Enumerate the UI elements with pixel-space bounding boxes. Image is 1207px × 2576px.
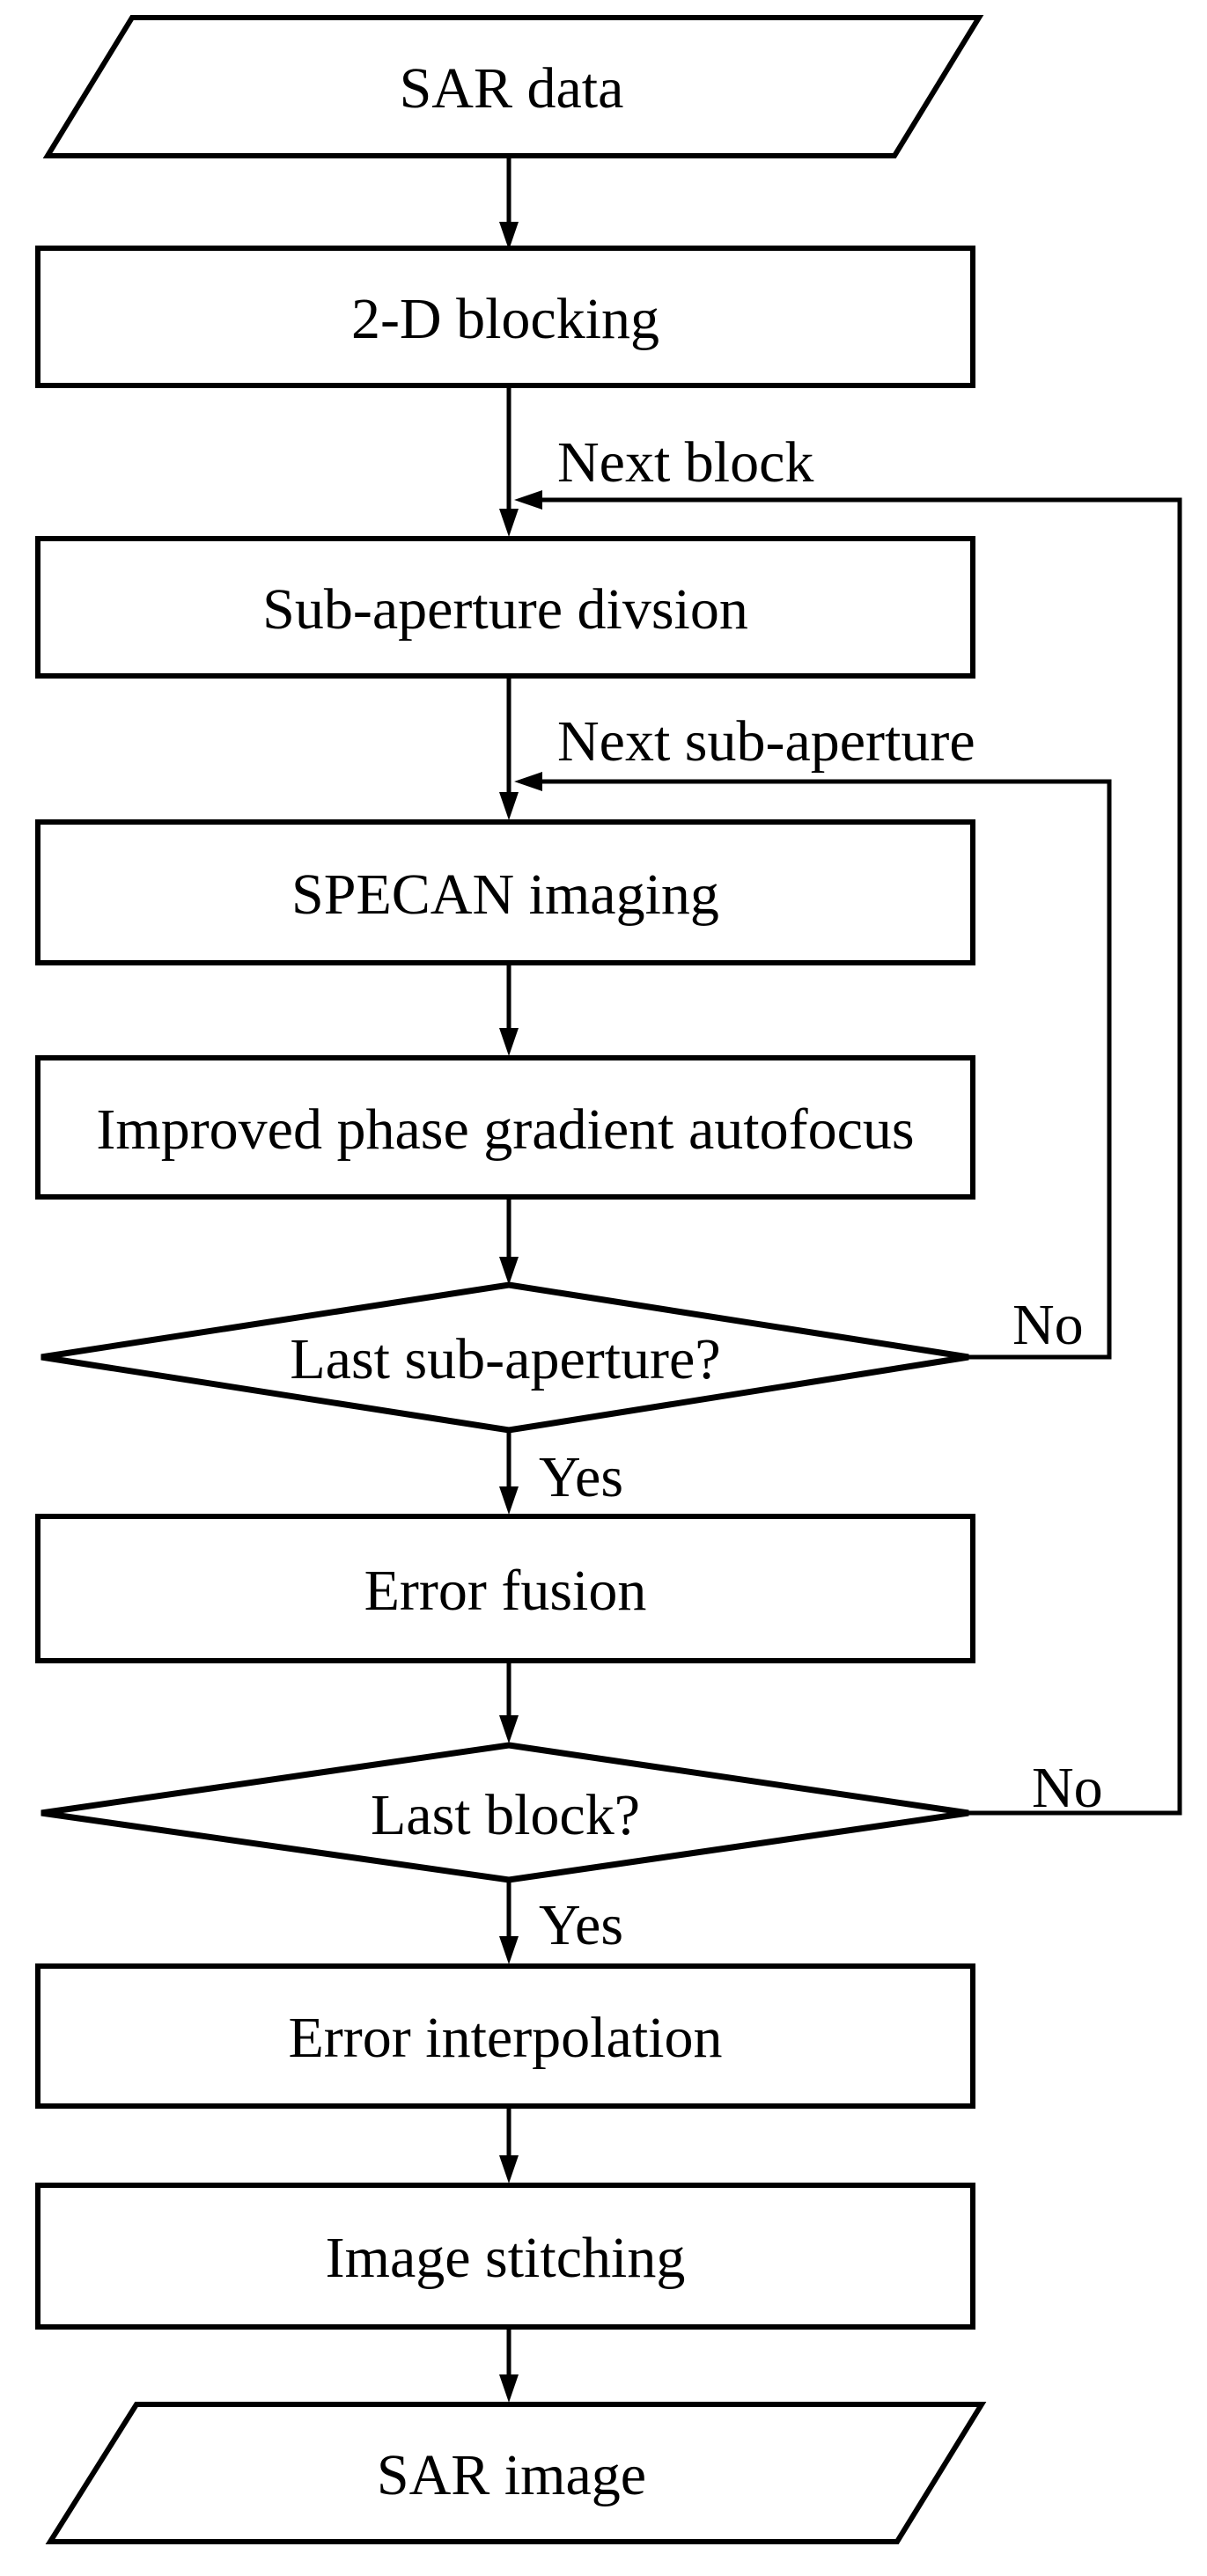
arrowhead-into-lastblock (499, 1715, 519, 1743)
edge-label-no-block: No (1032, 1756, 1103, 1820)
edge-label-next-block: Next block (557, 430, 813, 495)
node-2d-blocking (35, 246, 975, 388)
arrowhead-into-errorfusion (499, 1486, 519, 1515)
arrowhead-into-sarimage (499, 2374, 519, 2403)
node-error-fusion (35, 1514, 975, 1663)
node-last-sub-aperture (40, 1281, 969, 1434)
arrowhead-into-pga (499, 1028, 519, 1056)
arrowhead-into-stitching (499, 2155, 519, 2183)
node-specan-imaging-label: SPECAN imaging (291, 862, 719, 927)
node-sub-aperture-division-label: Sub-aperture divsion (262, 577, 748, 642)
edge-label-yes-sub-aperture: Yes (539, 1445, 623, 1509)
node-image-stitching (35, 2183, 975, 2330)
edge-label-yes-block: Yes (539, 1893, 623, 1957)
node-last-block (40, 1742, 969, 1883)
edge-no-subaperture-loop (537, 779, 1112, 1360)
node-improved-pga-label: Improved phase gradient autofocus (96, 1097, 914, 1162)
flow-connectors (499, 155, 1182, 2403)
node-error-interpolation (35, 1963, 975, 2109)
flow-edge-labels: Next block Next sub-aperture No Yes No Y… (539, 430, 1103, 1957)
arrowhead-into-blocking (499, 222, 519, 250)
node-sar-data (42, 15, 984, 158)
edge-no-block-loop (537, 497, 1182, 1816)
arrowhead-into-errorinterpolation (499, 1936, 519, 1964)
edge-label-next-sub-aperture: Next sub-aperture (557, 709, 975, 774)
node-last-sub-aperture-label: Last sub-aperture? (290, 1327, 720, 1391)
arrowhead-into-subaperture (499, 509, 519, 537)
node-sub-aperture-division (35, 536, 975, 679)
node-last-block-label: Last block? (371, 1783, 640, 1847)
node-sar-data-label: SAR data (400, 56, 624, 121)
flow-nodes: SAR data 2-D blocking Sub-aperture divsi… (35, 15, 987, 2544)
arrowhead-nextblock-join (514, 490, 542, 510)
node-image-stitching-label: Image stitching (326, 2226, 686, 2290)
arrowhead-into-lastsubaperture (499, 1257, 519, 1285)
node-2d-blocking-label: 2-D blocking (351, 287, 659, 351)
node-sar-image-label: SAR image (377, 2443, 646, 2507)
node-improved-pga (35, 1055, 975, 1200)
edge-label-no-sub-aperture: No (1012, 1293, 1084, 1357)
node-sar-image (45, 2402, 987, 2544)
arrowhead-into-specan (499, 792, 519, 820)
node-error-interpolation-label: Error interpolation (288, 2006, 722, 2070)
node-error-fusion-label: Error fusion (364, 1559, 647, 1623)
node-specan-imaging (35, 819, 975, 965)
arrowhead-nextsubaperture-join (514, 772, 542, 791)
